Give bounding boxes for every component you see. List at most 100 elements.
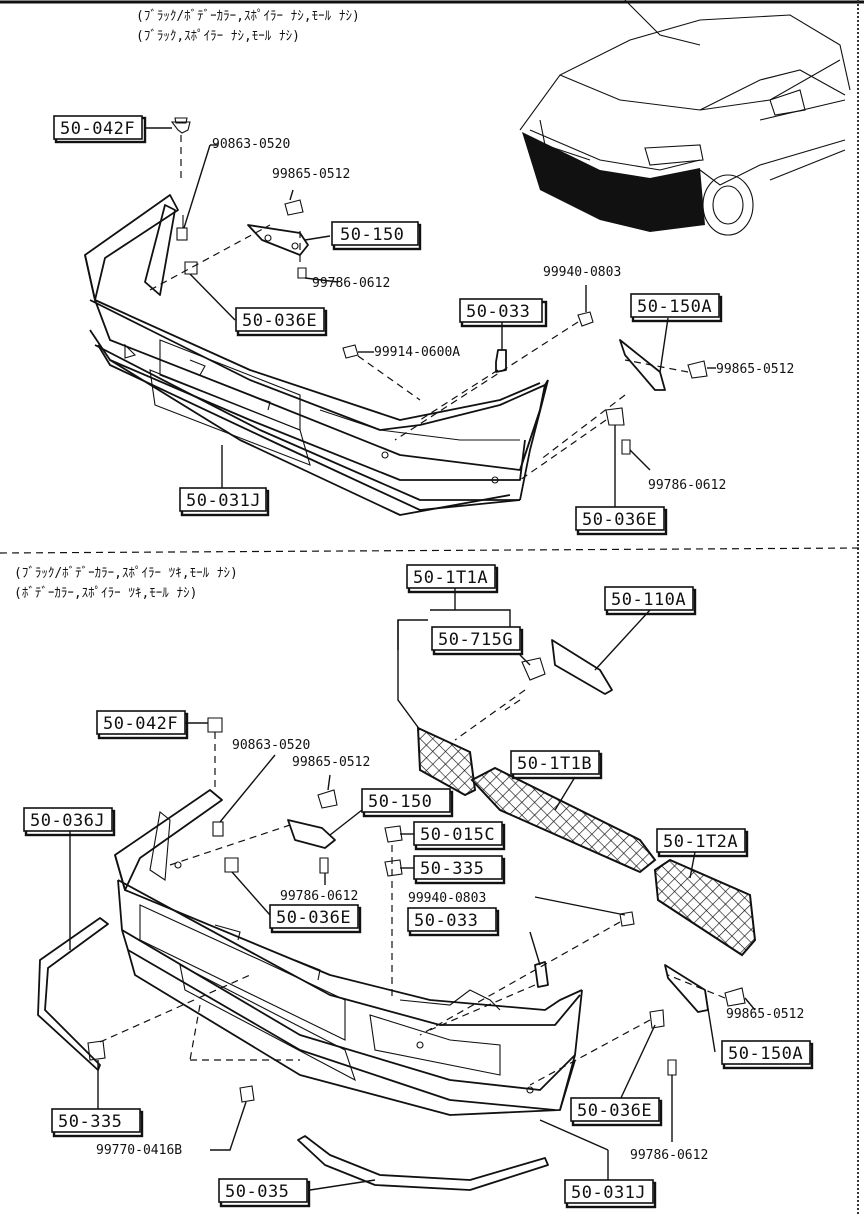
spoiler-50-035-icon bbox=[297, 1135, 549, 1191]
bolt-right-b-icon bbox=[724, 987, 746, 1007]
label-box-50-042f-b: 50-042F bbox=[96, 710, 189, 740]
retainer-50-036e-icon bbox=[184, 261, 198, 275]
label-50-033-b: 50-033 bbox=[414, 911, 478, 931]
bracket-50-150a-icon bbox=[619, 339, 666, 391]
grilles bbox=[416, 726, 757, 957]
clip-50-335-icon bbox=[384, 859, 403, 877]
note-bottom-1: (ﾌﾞﾗｯｸ/ﾎﾞﾃﾞｰｶﾗｰ,ｽﾎﾟｲﾗｰ ﾂｷ,ﾓｰﾙ ﾅｼ) bbox=[14, 566, 238, 581]
label-50-036e-b-right: 50-036E bbox=[577, 1101, 652, 1121]
top-bumper-cover bbox=[84, 194, 549, 516]
label-50-150: 50-150 bbox=[340, 225, 404, 245]
section-divider bbox=[0, 547, 861, 554]
label-99940-0803: 99940-0803 bbox=[543, 265, 621, 280]
label-box-50-033-b: 50-033 bbox=[407, 907, 500, 937]
label-50-1t1a: 50-1T1A bbox=[413, 568, 488, 588]
label-box-50-031j-b: 50-031J bbox=[564, 1179, 657, 1209]
label-box-50-150a-b: 50-150A bbox=[721, 1040, 814, 1070]
top-fasteners bbox=[170, 117, 708, 455]
label-99940-0803-b: 99940-0803 bbox=[408, 891, 486, 906]
note-top-2: (ﾌﾞﾗｯｸ,ｽﾎﾟｲﾗｰ ﾅｼ,ﾓｰﾙ ﾅｼ) bbox=[136, 29, 300, 44]
nut-99940-b-icon bbox=[619, 911, 635, 927]
label-50-335: 50-335 bbox=[420, 859, 484, 879]
bolt-99865-icon bbox=[284, 199, 304, 216]
note-top-1: (ﾌﾞﾗｯｸ/ﾎﾞﾃﾞｰｶﾗｰ,ｽﾎﾟｲﾗｰ ﾅｼ,ﾓｰﾙ ﾅｼ) bbox=[136, 9, 360, 24]
clip-50-335-lower-icon bbox=[87, 1040, 106, 1061]
nut-99940-icon bbox=[577, 311, 594, 327]
label-50-150a-b: 50-150A bbox=[728, 1044, 803, 1064]
label-99865-0512-b: 99865-0512 bbox=[292, 755, 370, 770]
label-box-50-335-lower: 50-335 bbox=[51, 1108, 144, 1138]
grille-left-icon bbox=[416, 726, 477, 797]
label-50-036e-b-left: 50-036E bbox=[276, 908, 351, 928]
label-50-031j-b: 50-031J bbox=[571, 1183, 646, 1203]
retainer-right-icon bbox=[605, 407, 625, 426]
label-50-036j: 50-036J bbox=[30, 811, 105, 831]
bottom-fasteners bbox=[87, 639, 746, 1103]
label-box-50-035: 50-035 bbox=[218, 1178, 311, 1208]
label-50-110a: 50-110A bbox=[611, 590, 686, 610]
label-box-50-015c: 50-015C bbox=[413, 821, 506, 851]
top-label-50-150: 50-150 bbox=[331, 221, 422, 251]
label-box-50-036e-b-right: 50-036E bbox=[570, 1097, 663, 1127]
bracket-50-150a-b-icon bbox=[664, 964, 709, 1013]
label-box-50-150-b: 50-150 bbox=[361, 788, 454, 818]
label-99865-0512: 99865-0512 bbox=[272, 167, 350, 182]
top-label-50-036e-left: 50-036E bbox=[235, 307, 328, 337]
bolt-right-icon bbox=[687, 360, 708, 379]
label-50-715g: 50-715G bbox=[438, 630, 513, 650]
bolt-90863-b-icon bbox=[212, 821, 224, 837]
top-label-50-033: 50-033 bbox=[459, 298, 548, 328]
grille-center-icon bbox=[470, 766, 657, 874]
label-99786-0612-right: 99786-0612 bbox=[648, 478, 726, 493]
clip-50-042f-b-icon bbox=[207, 717, 223, 733]
grille-right-icon bbox=[653, 858, 757, 957]
bolt-99865-b-icon bbox=[317, 789, 338, 809]
label-50-1t2a: 50-1T2A bbox=[663, 832, 738, 852]
car-illustration bbox=[519, 0, 851, 236]
bracket-50-110a-icon bbox=[551, 639, 613, 695]
bottom-leaders bbox=[69, 588, 756, 1191]
label-99770-0416b: 99770-0416B bbox=[96, 1143, 182, 1158]
label-box-50-110a: 50-110A bbox=[604, 586, 697, 616]
screw-right-icon bbox=[621, 439, 631, 455]
label-box-50-036j: 50-036J bbox=[23, 807, 116, 837]
label-box-50-335: 50-335 bbox=[413, 855, 506, 885]
label-50-035: 50-035 bbox=[225, 1182, 289, 1202]
clip-99914-icon bbox=[342, 344, 359, 359]
label-50-033: 50-033 bbox=[466, 302, 530, 322]
molding-50-036j-icon bbox=[37, 917, 109, 1071]
bracket-50-150-icon bbox=[247, 224, 309, 256]
label-50-150a: 50-150A bbox=[637, 297, 712, 317]
label-box-50-1t1b: 50-1T1B bbox=[510, 750, 603, 780]
bracket-50-033-b-icon bbox=[534, 961, 549, 988]
label-90863-0520: 90863-0520 bbox=[212, 137, 290, 152]
clip-50-042f-icon bbox=[170, 121, 191, 134]
top-label-50-042f: 50-042F bbox=[53, 115, 147, 144]
note-bottom-2: (ﾎﾞﾃﾞｰｶﾗｰ,ｽﾎﾟｲﾗｰ ﾂｷ,ﾓｰﾙ ﾅｼ) bbox=[14, 586, 197, 601]
label-99786-0612: 99786-0612 bbox=[312, 276, 390, 291]
label-90863-0520-b: 90863-0520 bbox=[232, 738, 310, 753]
label-50-1t1b: 50-1T1B bbox=[517, 754, 592, 774]
clip-50-015c-icon bbox=[384, 825, 403, 843]
label-50-150-b: 50-150 bbox=[368, 792, 432, 812]
label-99786-0612-b-right: 99786-0612 bbox=[630, 1148, 708, 1163]
top-leaders bbox=[145, 127, 716, 510]
label-99786-0612-b: 99786-0612 bbox=[280, 889, 358, 904]
bracket-50-033-icon bbox=[495, 349, 507, 373]
label-50-036e-left: 50-036E bbox=[242, 311, 317, 331]
retainer-right-b-icon bbox=[649, 1009, 665, 1029]
label-50-335-lower: 50-335 bbox=[58, 1112, 122, 1132]
label-50-015c: 50-015C bbox=[420, 825, 495, 845]
bolt-90863-icon bbox=[176, 227, 188, 241]
bottom-bumper-cover bbox=[114, 789, 583, 1116]
screw-99786-icon bbox=[297, 267, 307, 279]
label-99914-0600a: 99914-0600A bbox=[374, 345, 460, 360]
screw-99770-icon bbox=[239, 1085, 255, 1103]
label-50-031j: 50-031J bbox=[186, 491, 261, 511]
label-50-036e-right: 50-036E bbox=[582, 510, 657, 530]
screw-99786-b-icon bbox=[319, 857, 329, 874]
clip-50-715g-icon bbox=[521, 657, 546, 681]
label-box-50-1t1a: 50-1T1A bbox=[406, 564, 499, 594]
label-99865-0512-b-right: 99865-0512 bbox=[726, 1007, 804, 1022]
